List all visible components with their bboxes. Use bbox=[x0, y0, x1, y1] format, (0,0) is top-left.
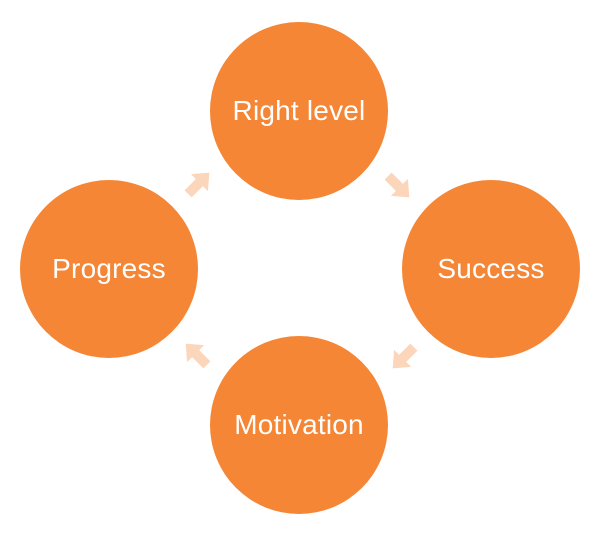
node-label-success: Success bbox=[437, 253, 545, 284]
node-motivation: Motivation bbox=[210, 336, 388, 514]
node-label-motivation: Motivation bbox=[234, 409, 364, 440]
node-success: Success bbox=[402, 180, 580, 358]
arrow-down-right-icon bbox=[384, 172, 410, 198]
node-progress: Progress bbox=[20, 180, 198, 358]
node-label-right-level: Right level bbox=[232, 95, 366, 126]
node-right-level: Right level bbox=[210, 22, 388, 200]
arrow-up-right-icon bbox=[184, 172, 210, 198]
arrow-up-left-icon bbox=[185, 343, 211, 369]
node-label-progress: Progress bbox=[52, 253, 166, 284]
arrow-down-left-icon bbox=[392, 343, 418, 369]
